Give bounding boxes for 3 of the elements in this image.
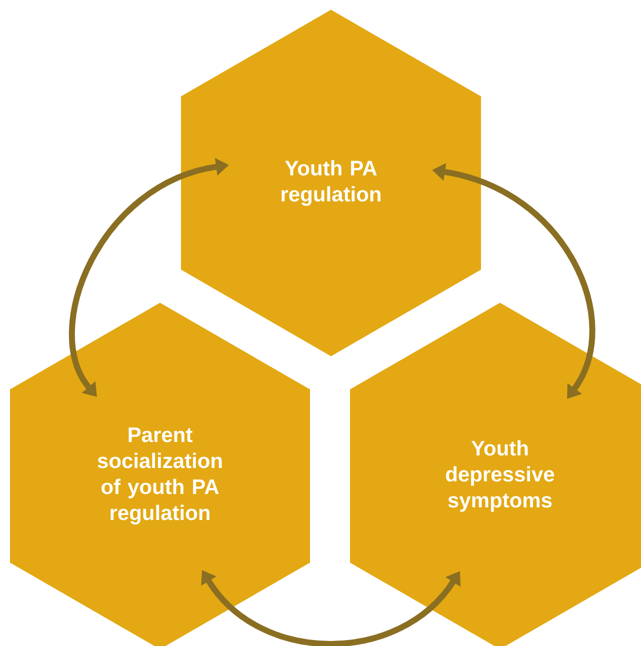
hexagon: Youth PA regulation — [181, 10, 481, 356]
hexagon: Youth depressive symptoms — [350, 302, 641, 646]
hexagon: Parent socialization of youth PA regulation — [10, 302, 310, 646]
